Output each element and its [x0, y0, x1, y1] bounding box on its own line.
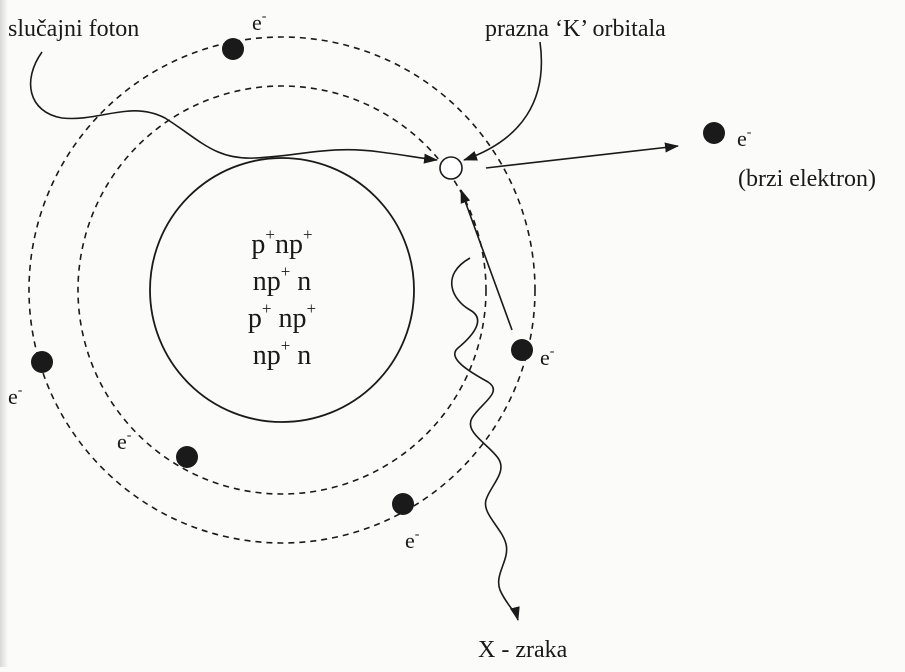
electron-left: [31, 351, 53, 373]
electron-label-ejected: e-: [737, 125, 752, 151]
nucleus-row-4: np+ n: [253, 336, 312, 371]
nucleus-circle: [149, 157, 415, 423]
empty-k-orbital-label: prazna ‘K’ orbitala: [485, 16, 666, 42]
nucleus-row-1: p+np+: [251, 225, 312, 260]
nucleus-row-3: p+ np+: [248, 299, 316, 334]
scan-edge-shadow: [0, 0, 8, 667]
electron-label-left: e-: [8, 383, 23, 409]
outer-shell-orbit: [28, 36, 536, 544]
incident-photon-label: slučajni foton: [8, 16, 139, 42]
fast-electron-label: (brzi elektron): [738, 166, 876, 192]
electron-bottom-left: [176, 446, 198, 468]
k-shell-vacancy: [439, 156, 463, 180]
x-ray-emission-wave: [451, 257, 520, 621]
inner-k-shell-orbit: [77, 85, 487, 495]
electron-label-bottom: e-: [405, 527, 420, 553]
electron-ejected: [703, 122, 725, 144]
ejection-arrow: [485, 142, 679, 169]
electron-label-right: e-: [540, 344, 555, 370]
incident-photon-path: [29, 51, 438, 164]
electron-bottom: [392, 493, 414, 515]
nucleus-row-2: np+ n: [253, 262, 312, 297]
nucleus-composition: p+np+np+ np+ np+np+ n: [248, 225, 316, 371]
empty-orbital-pointer: [463, 41, 543, 161]
electron-top: [222, 38, 244, 60]
electron-label-bottom-left: e-: [117, 428, 132, 454]
electron-right: [511, 339, 533, 361]
electron-transition-arrow: [460, 189, 513, 331]
electron-label-top: e-: [252, 9, 267, 35]
x-ray-label: X - zraka: [478, 637, 568, 663]
